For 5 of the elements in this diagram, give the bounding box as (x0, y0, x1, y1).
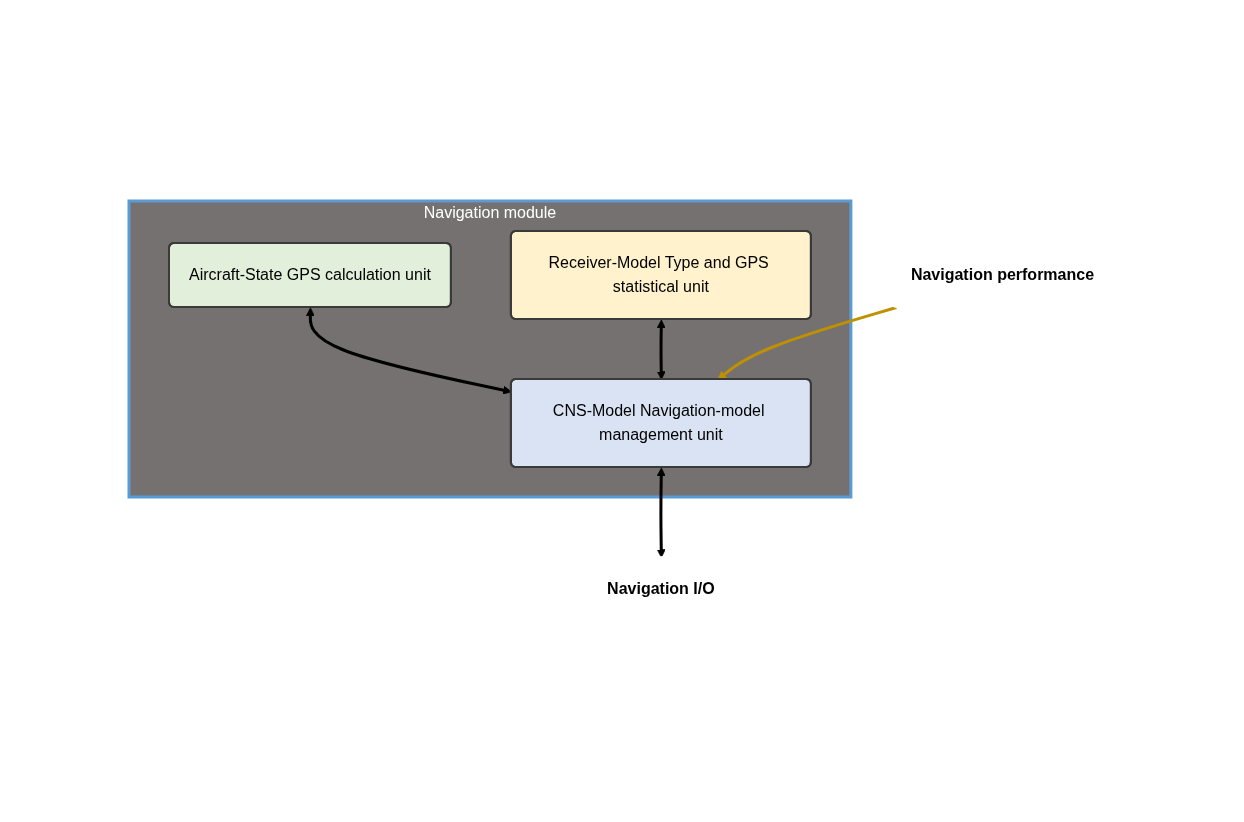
node-text: Navigation performance (911, 266, 1095, 283)
arrow (657, 319, 667, 380)
node-text: Navigation I/O (607, 580, 716, 597)
arrow (657, 467, 667, 558)
arrow (717, 306, 898, 380)
